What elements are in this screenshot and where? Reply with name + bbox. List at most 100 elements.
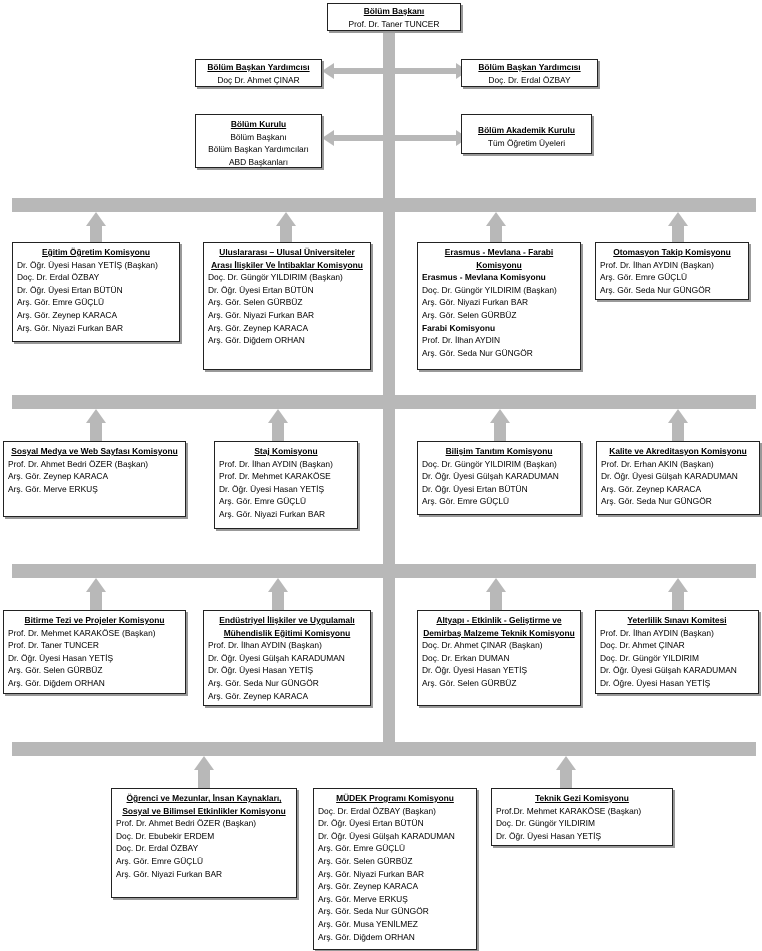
committee-member: Dr. Öğr. Üyesi Gülşah KARADUMAN bbox=[601, 471, 738, 482]
committee-member: Arş. Gör. Niyazi Furkan BAR bbox=[422, 297, 529, 308]
committee-member: Arş. Gör. Diğdem ORHAN bbox=[318, 931, 415, 942]
committee-member: Arş. Gör. Emre GÜÇLÜ bbox=[219, 496, 307, 507]
connector-deputies bbox=[330, 68, 460, 74]
committee-box: Uluslararası – Ulusal Üniversiteler Aras… bbox=[203, 242, 371, 370]
up-arrow-row4-1 bbox=[194, 756, 214, 788]
committee-member: Prof. Dr. Mehmet KARAKÖSE bbox=[219, 471, 331, 482]
committee-member: Dr. Öğr. Üyesi Ertan BÜTÜN bbox=[318, 818, 424, 829]
committee-member: Arş. Gör. Niyazi Furkan BAR bbox=[17, 322, 124, 333]
committee-title: Uluslararası – Ulusal Üniversiteler Aras… bbox=[211, 247, 363, 270]
box-head-title: Bölüm Başkanı bbox=[363, 6, 425, 16]
committee-member: Arş. Gör. Emre GÜÇLÜ bbox=[17, 297, 105, 308]
committee-title: Endüstriyel İlişkiler ve Uygulamalı Mühe… bbox=[219, 615, 355, 638]
box-board-line: Bölüm Başkanı bbox=[230, 131, 287, 142]
up-arrow-row2-2 bbox=[268, 409, 288, 441]
up-arrow-row3-4 bbox=[668, 578, 688, 610]
committee-box: Endüstriyel İlişkiler ve Uygulamalı Mühe… bbox=[203, 610, 371, 707]
committee-title: Staj Komisyonu bbox=[254, 446, 318, 456]
committee-member: Prof. Dr. İlhan AYDIN (Başkan) bbox=[219, 458, 333, 469]
up-arrow-row1-2 bbox=[276, 212, 296, 242]
committee-title: Teknik Gezi Komisyonu bbox=[535, 793, 629, 803]
committee-member: Prof. Dr. Taner TUNCER bbox=[8, 640, 99, 651]
box-deputy-left: Bölüm Başkan Yardımcısı Doç Dr. Ahmet ÇI… bbox=[195, 59, 322, 87]
bar-row1 bbox=[12, 198, 756, 212]
up-arrow-row1-1 bbox=[86, 212, 106, 242]
box-head: Bölüm Başkanı Prof. Dr. Taner TUNCER bbox=[327, 3, 461, 31]
committee-member: Dr. Öğr. Üyesi Hasan YETİŞ bbox=[496, 830, 602, 841]
up-arrow-row2-1 bbox=[86, 409, 106, 441]
committee-member: Doç. Dr. Erkan DUMAN bbox=[422, 652, 510, 663]
box-deputy-right-line: Doç. Dr. Erdal ÖZBAY bbox=[488, 74, 571, 85]
box-board-line: ABD Başkanları bbox=[228, 156, 289, 167]
committee-member: Dr. Öğr. Üyesi Hasan YETİŞ bbox=[219, 483, 325, 494]
committee-member: Prof. Dr. İlhan AYDIN (Başkan) bbox=[600, 259, 714, 270]
committee-member: Dr. Öğr. Üyesi Gülşah KARADUMAN bbox=[422, 471, 559, 482]
committee-member: Dr. Öğr. Üyesi Hasan YETİŞ bbox=[422, 665, 528, 676]
committee-member: Arş. Gör. Seda Nur GÜNGÖR bbox=[318, 906, 429, 917]
box-deputy-left-line: Doç Dr. Ahmet ÇINAR bbox=[217, 74, 300, 85]
committee-member: Dr. Öğr. Üyesi Hasan YETİŞ bbox=[208, 665, 314, 676]
committee-member: Arş. Gör. Zeynep KARACA bbox=[208, 690, 309, 701]
up-arrow-row2-3 bbox=[490, 409, 510, 441]
committee-title: Yeterlilik Sınavı Komitesi bbox=[627, 615, 727, 625]
committee-title: Öğrenci ve Mezunlar, İnsan Kaynakları, S… bbox=[122, 793, 286, 816]
arrow-deputy-left bbox=[322, 63, 334, 79]
committee-member: Arş. Gör. Selen GÜRBÜZ bbox=[422, 677, 517, 688]
committee-member: Dr. Öğr. Üyesi Gülşah KARADUMAN bbox=[318, 830, 455, 841]
committee-member: Dr. Öğr. Üyesi Hasan YETİŞ bbox=[8, 652, 114, 663]
committee-member: Prof. Dr. İlhan AYDIN (Başkan) bbox=[208, 640, 322, 651]
up-arrow-row1-3 bbox=[486, 212, 506, 242]
box-deputy-left-title: Bölüm Başkan Yardımcısı bbox=[207, 62, 310, 72]
up-arrow-row2-4 bbox=[668, 409, 688, 441]
committee-title: MÜDEK Programı Komisyonu bbox=[336, 793, 454, 803]
committee-member: Arş. Gör. Selen GÜRBÜZ bbox=[8, 665, 103, 676]
committee-member: Arş. Gör. Niyazi Furkan BAR bbox=[318, 868, 425, 879]
committee-member: Doç. Dr. Ahmet ÇINAR (Başkan) bbox=[422, 640, 543, 651]
box-head-line: Prof. Dr. Taner TUNCER bbox=[348, 18, 440, 29]
committee-member: Arş. Gör. Emre GÜÇLÜ bbox=[422, 496, 510, 507]
up-arrow-row1-4 bbox=[668, 212, 688, 242]
committee-member: Prof.Dr. Mehmet KARAKÖSE (Başkan) bbox=[496, 805, 642, 816]
committee-member: Prof. Dr. Mehmet KARAKÖSE (Başkan) bbox=[8, 627, 156, 638]
committee-member: Arş. Gör. Selen GÜRBÜZ bbox=[422, 309, 517, 320]
up-arrow-row3-3 bbox=[486, 578, 506, 610]
committee-member: Prof. Dr. Ahmet Bedri ÖZER (Başkan) bbox=[116, 818, 257, 829]
committee-box: Altyapı - Etkinlik - Geliştirme ve Demir… bbox=[417, 610, 581, 706]
committee-box: Öğrenci ve Mezunlar, İnsan Kaynakları, S… bbox=[111, 788, 297, 898]
committee-member: Arş. Gör. Seda Nur GÜNGÖR bbox=[208, 677, 319, 688]
committee-member: Dr. Öğr. Üyesi Ertan BÜTÜN bbox=[208, 284, 314, 295]
committee-member: Arş. Gör. Seda Nur GÜNGÖR bbox=[422, 347, 533, 358]
committee-member: Arş. Gör. Seda Nur GÜNGÖR bbox=[600, 284, 711, 295]
committee-member: Arş. Gör. Emre GÜÇLÜ bbox=[318, 843, 406, 854]
committee-title: Kalite ve Akreditasyon Komisyonu bbox=[609, 446, 747, 456]
committee-member: Arş. Gör. Diğdem ORHAN bbox=[8, 677, 105, 688]
committee-member: Doç. Dr. Erdal ÖZBAY bbox=[17, 272, 100, 283]
committee-member: Doç. Dr. Güngör YILDIRIM (Başkan) bbox=[422, 458, 557, 469]
committee-member: Arş. Gör. Zeynep KARACA bbox=[601, 483, 702, 494]
committee-title: Otomasyon Takip Komisyonu bbox=[613, 247, 731, 257]
up-arrow-row4-3 bbox=[556, 756, 576, 788]
committee-member: Arş. Gör. Zeynep KARACA bbox=[17, 309, 118, 320]
committee-member: Dr. Öğr. Üyesi Gülşah KARADUMAN bbox=[208, 652, 345, 663]
bar-row4 bbox=[12, 742, 756, 756]
box-academic-board-line: Tüm Öğretim Üyeleri bbox=[487, 137, 566, 148]
committee-member: Dr. Öğre. Üyesi Hasan YETİŞ bbox=[600, 677, 711, 688]
committee-member: Arş. Gör. Niyazi Furkan BAR bbox=[116, 868, 223, 879]
committee-title: Bilişim Tanıtım Komisyonu bbox=[445, 446, 553, 456]
bar-row3 bbox=[12, 564, 756, 578]
committee-member: Arş. Gör. Merve ERKUŞ bbox=[8, 483, 98, 494]
committee-member: Doç. Dr. Güngör YILDIRIM (Başkan) bbox=[208, 272, 343, 283]
committee-member: Dr. Öğr. Üyesi Ertan BÜTÜN bbox=[17, 284, 123, 295]
committee-member: Doç. Dr. Erdal ÖZBAY (Başkan) bbox=[318, 805, 436, 816]
